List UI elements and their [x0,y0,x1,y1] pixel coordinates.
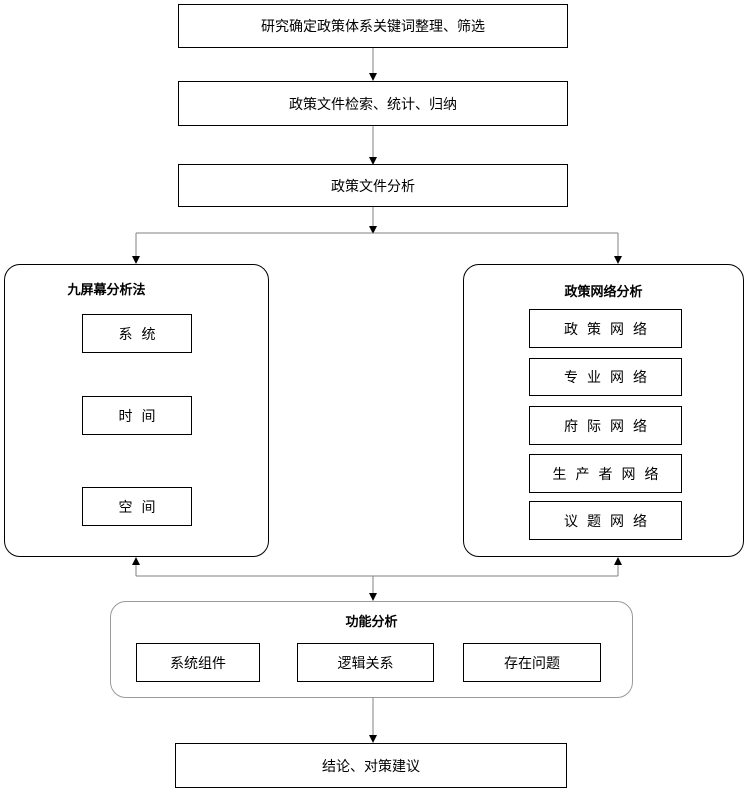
step3-box: 政策文件分析 [178,164,568,207]
nine-screen-item: 系统 [82,314,192,353]
policy-network-item: 议题网络 [529,501,682,540]
policy-network-item: 府际网络 [529,406,682,445]
policy-network-item: 专业网络 [529,358,682,396]
policy-network-item: 生产者网络 [529,454,682,493]
step2-box: 政策文件检索、统计、归纳 [178,81,568,126]
step1-box: 研究确定政策体系关键词整理、筛选 [178,4,568,48]
function-analysis-title: 功能分析 [345,615,398,630]
step2-label: 政策文件检索、统计、归纳 [289,96,457,113]
policy-network-title: 政策网络分析 [564,285,643,300]
function-item: 系统组件 [136,643,260,682]
final-box: 结论、对策建议 [175,743,567,788]
nine-screen-item: 空间 [82,487,192,526]
step3-label: 政策文件分析 [331,178,415,195]
final-label: 结论、对策建议 [322,758,420,775]
function-item: 逻辑关系 [297,643,434,682]
nine-screen-item: 时间 [82,396,192,435]
policy-network-item: 政策网络 [529,309,682,348]
function-item: 存在问题 [463,643,601,682]
nine-screen-title: 九屏幕分析法 [67,283,146,298]
step1-label: 研究确定政策体系关键词整理、筛选 [261,19,485,35]
